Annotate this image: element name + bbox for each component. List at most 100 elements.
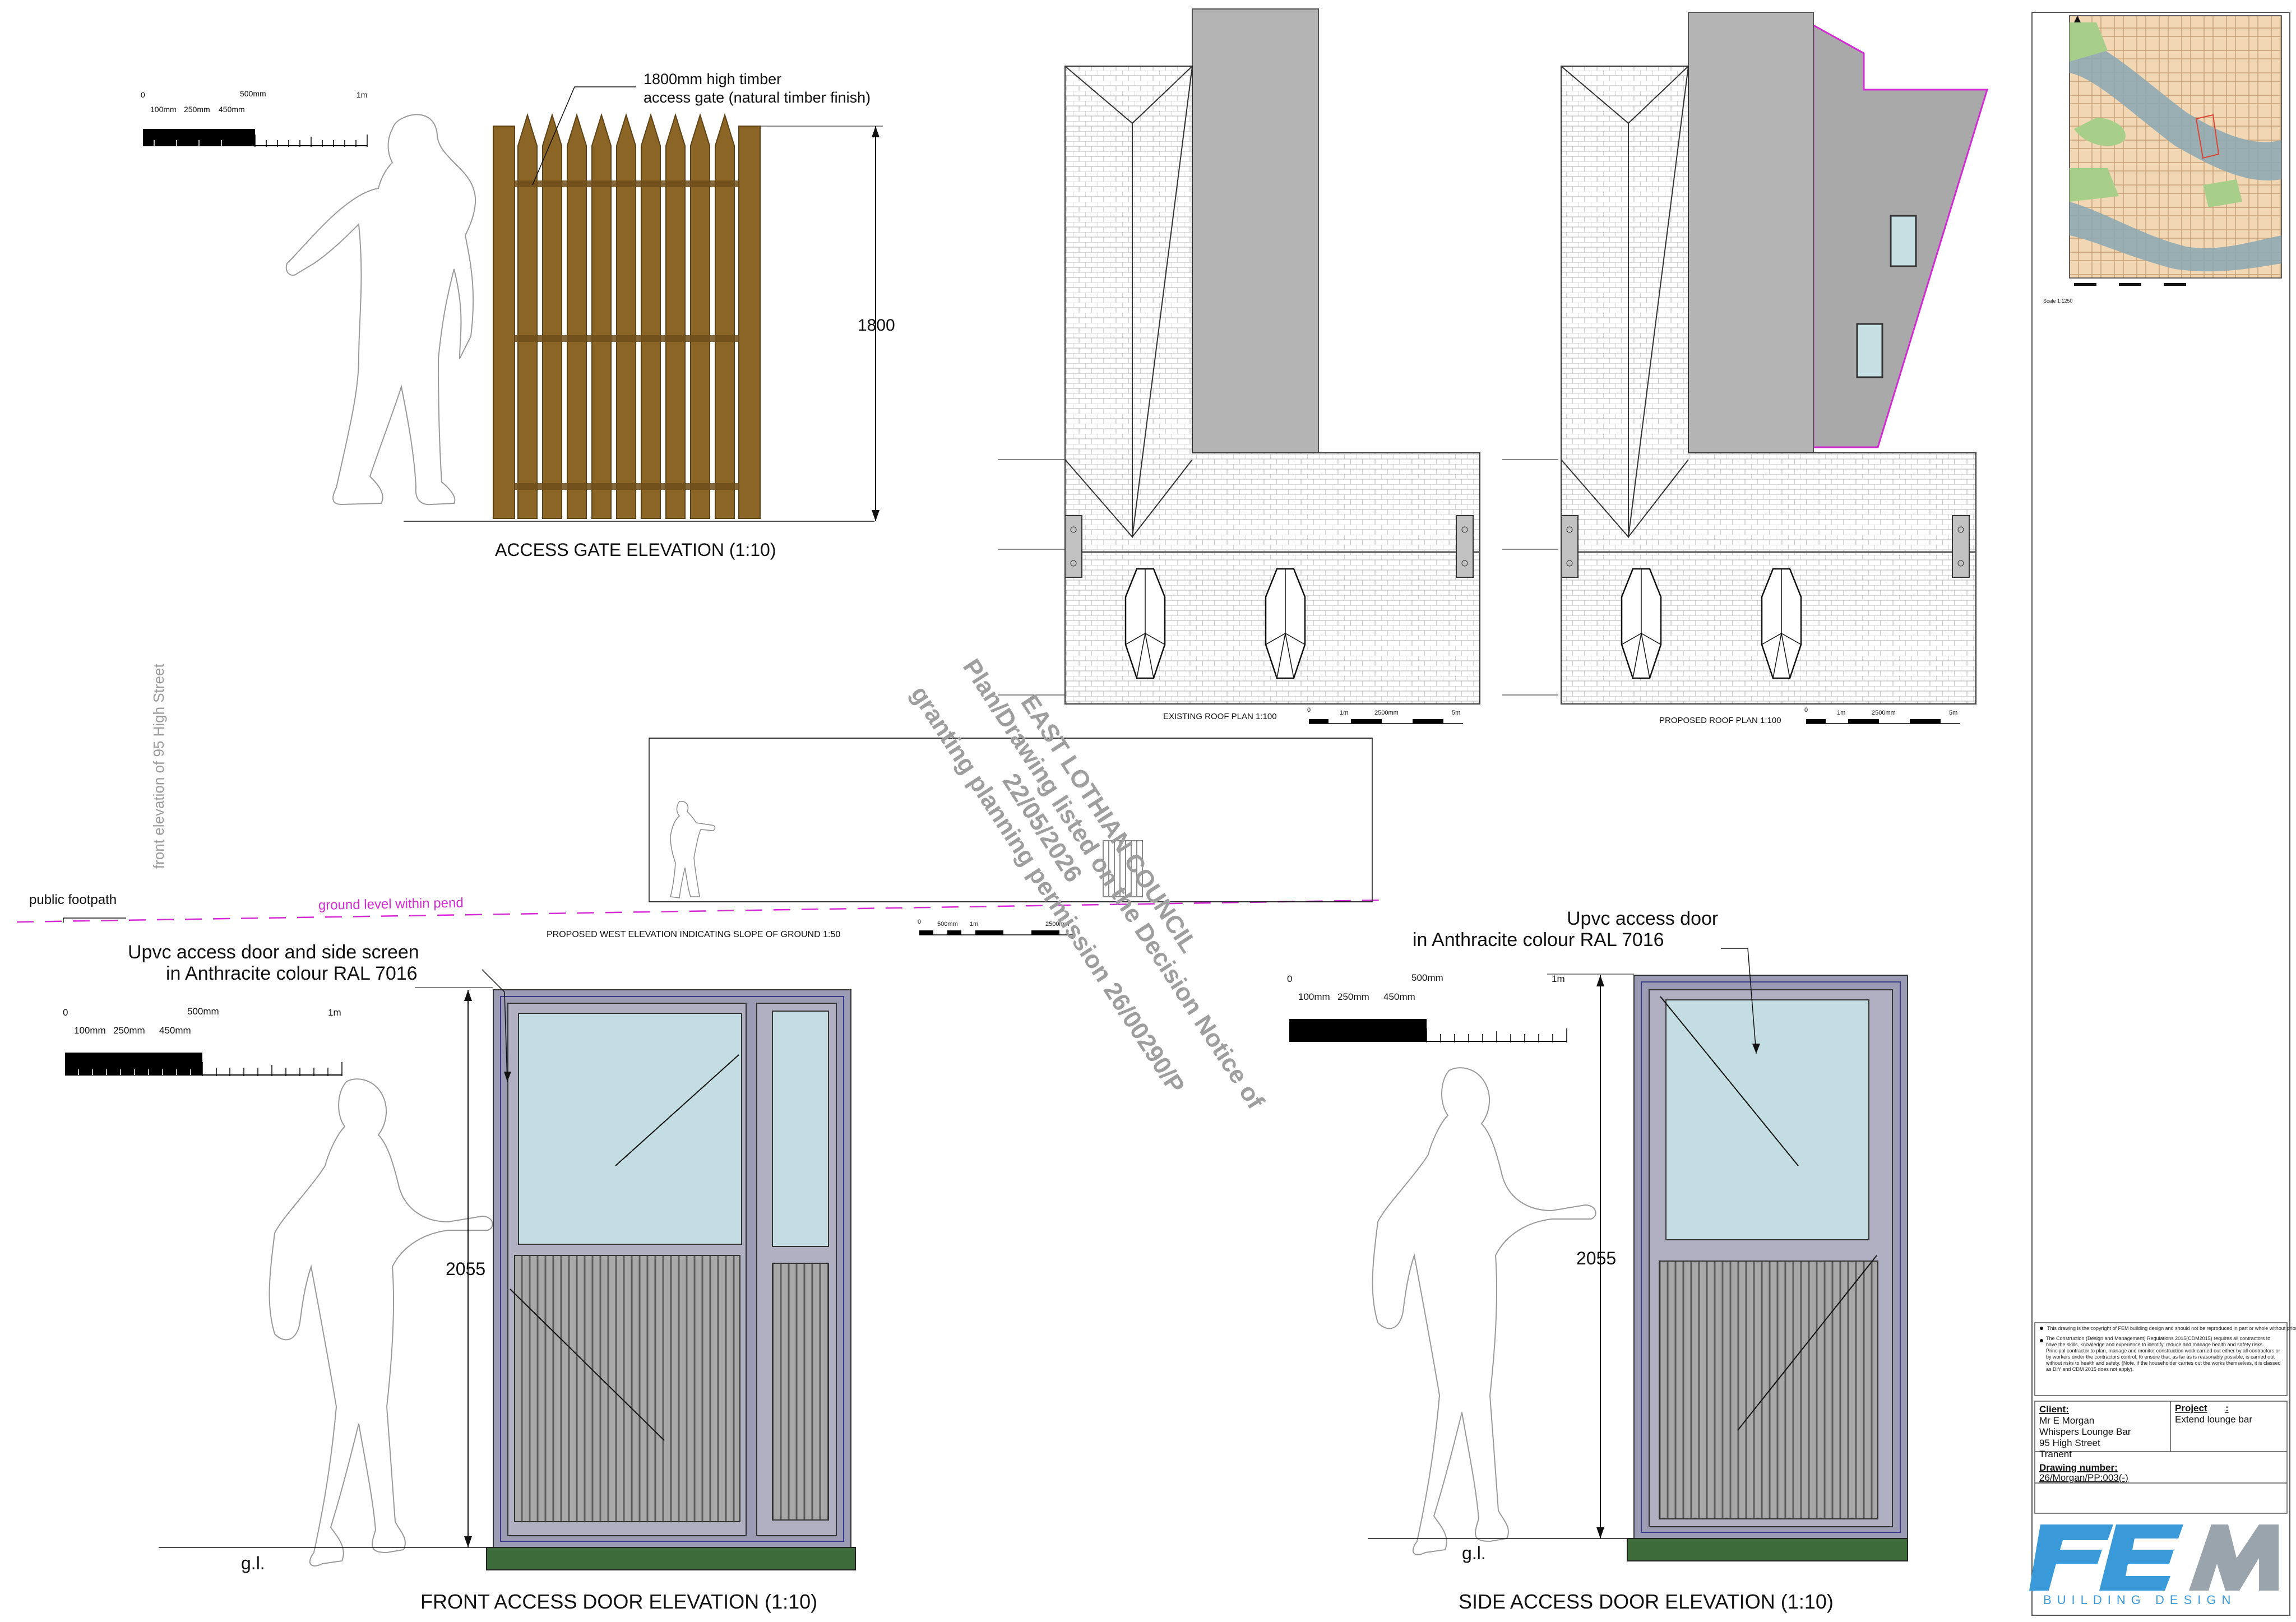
door-panel: [1659, 1260, 1878, 1519]
chimney: [1688, 12, 1814, 457]
west-elevation: public footpath ground level within pend…: [16, 664, 1385, 939]
scale-label: 0: [141, 90, 145, 99]
human-figure-outline: [1372, 1067, 1596, 1555]
human-figure-outline: [269, 1078, 493, 1567]
front-door-height-dimension: 2055: [446, 1259, 485, 1279]
project-colon: :: [2225, 1403, 2229, 1414]
title-note: The Construction (Design and Management)…: [2046, 1336, 2281, 1372]
scale-label: 450mm: [159, 1025, 191, 1036]
gate-caption: ACCESS GATE ELEVATION (1:10): [495, 540, 776, 560]
chimney: [1192, 8, 1319, 458]
scale-bar-proposed-roof: 0 1m 2500mm 5m: [1804, 707, 1960, 724]
roof-caption-existing: EXISTING ROOF PLAN 1:100: [1163, 712, 1277, 721]
scale-label: 1m: [328, 1007, 341, 1018]
client-line: 95 High Street: [2039, 1438, 2100, 1448]
scale-label: 0: [63, 1007, 68, 1018]
door-glazing: [1665, 999, 1869, 1240]
logo-subtitle: BUILDING DESIGN: [2043, 1593, 2236, 1607]
roof-caption-proposed: PROPOSED ROOF PLAN 1:100: [1659, 716, 1781, 725]
public-footpath-label: public footpath: [29, 892, 117, 907]
map-scale: Scale 1:1250: [2043, 298, 2073, 304]
fem-logo: BUILDING DESIGN: [2029, 1524, 2279, 1607]
scale-label: 450mm: [1383, 991, 1415, 1002]
scale-label: 250mm: [1337, 991, 1369, 1002]
scale-label: 450mm: [219, 105, 245, 114]
front-door-caption: FRONT ACCESS DOOR ELEVATION (1:10): [420, 1590, 817, 1613]
scale-bar-gate: 0 100mm 250mm 450mm 500mm 1m: [141, 89, 368, 147]
scale-label: 1m: [970, 921, 978, 928]
client-line: Whispers Lounge Bar: [2039, 1426, 2131, 1437]
scale-label: 100mm: [74, 1025, 106, 1036]
scale-label: 5m: [1949, 710, 1957, 716]
scale-label: 0: [918, 919, 921, 925]
scale-label: 500mm: [937, 921, 958, 928]
stamp-line: Plan/Drawing listed on the Decision Noti…: [957, 654, 1270, 1114]
small-gate: [1103, 840, 1143, 897]
ground-level-abbrev: g.l.: [1462, 1543, 1486, 1563]
scale-label: 250mm: [184, 105, 210, 114]
scale-bar-west: 0 500mm 1m 2500mm: [918, 919, 1073, 935]
drawing-number-value: 26/Morgan/PP:003(-): [2039, 1472, 2128, 1483]
side-door-height-dimension: 2055: [1576, 1248, 1616, 1268]
title-note: This drawing is the copyright of FEM bui…: [2047, 1326, 2296, 1331]
gate-height-dimension: 1800: [858, 316, 895, 335]
client-line: Tranent: [2039, 1449, 2072, 1459]
scale-label: 2500mm: [1045, 921, 1070, 928]
title-block-panel: Scale 1:1250 This drawing is the copyrig…: [2029, 12, 2296, 1616]
human-figure-outline: [670, 801, 716, 898]
scale-label: 1m: [1837, 710, 1845, 716]
door-panel: [514, 1255, 740, 1522]
client-name: Mr E Morgan: [2039, 1415, 2094, 1426]
scale-label: 5m: [1452, 710, 1460, 716]
scale-label: 0: [1307, 707, 1311, 713]
scale-bar-existing-roof: 0 1m 2500mm 5m: [1307, 707, 1463, 724]
access-gate-elevation: 0 100mm 250mm 450mm 500mm 1m: [141, 71, 895, 560]
proposed-roof-plan: PROPOSED ROOF PLAN 1:100 0 1m 2500mm 5m: [1502, 12, 1989, 725]
scale-label: 1m: [1552, 974, 1565, 984]
front-access-door-elevation: 0 100mm 250mm 450mm 500mm 1m 2055 Upvc a…: [63, 942, 856, 1613]
location-map: Scale 1:1250: [2043, 15, 2282, 304]
side-door-note: Upvc access door: [1567, 908, 1718, 929]
side-access-door-elevation: 0 100mm 250mm 450mm 500mm 1m 2055 Upvc a…: [1287, 908, 1908, 1613]
scale-label: 0: [1804, 707, 1808, 713]
scale-label: 0: [1287, 974, 1292, 984]
scale-label: 2500mm: [1872, 710, 1896, 716]
door-base: [1627, 1538, 1908, 1561]
side-screen-glazing: [772, 1011, 829, 1247]
side-door-note: in Anthracite colour RAL 7016: [1413, 929, 1664, 951]
front-elevation-label: front elevation of 95 High Street: [150, 664, 167, 869]
front-door-note: in Anthracite colour RAL 7016: [166, 963, 418, 984]
rooflight: [1890, 215, 1917, 267]
front-door-note: Upvc access door and side screen: [128, 942, 419, 963]
scale-label: 500mm: [240, 89, 266, 98]
approval-stamp: EAST LOTHIAN COUNCIL Plan/Drawing listed…: [905, 654, 1270, 1114]
side-door-caption: SIDE ACCESS DOOR ELEVATION (1:10): [1459, 1590, 1834, 1613]
scale-label: 500mm: [1411, 972, 1443, 983]
existing-roof-plan: EXISTING ROOF PLAN 1:100 0 1m 2500mm 5m: [998, 8, 1480, 724]
scale-bar-front-door: 0 100mm 250mm 450mm 500mm 1m: [63, 1006, 342, 1076]
ground-slope-line: [16, 899, 1385, 923]
drawing-number-label: Drawing number:: [2039, 1462, 2118, 1473]
rooflight: [1856, 323, 1883, 378]
west-elevation-caption: PROPOSED WEST ELEVATION INDICATING SLOPE…: [547, 930, 840, 939]
project-label: Project: [2175, 1403, 2207, 1414]
side-screen-panel: [772, 1263, 829, 1521]
scale-label: 500mm: [187, 1006, 219, 1017]
title-note-container: The Construction (Design and Management)…: [2046, 1336, 2281, 1372]
gate-note: 1800mm high timber: [644, 71, 781, 87]
human-figure-outline: [285, 114, 476, 506]
client-label: Client:: [2039, 1404, 2069, 1415]
door-base: [486, 1547, 856, 1570]
scale-label: 100mm: [150, 105, 177, 114]
scale-label: 1m: [357, 90, 367, 99]
ground-level-abbrev: g.l.: [241, 1553, 265, 1573]
scale-label: 1m: [1340, 710, 1348, 716]
gate-note: access gate (natural timber finish): [644, 89, 871, 106]
project-value: Extend lounge bar: [2175, 1414, 2252, 1425]
scale-label: 100mm: [1298, 991, 1330, 1002]
scale-label: 250mm: [113, 1025, 145, 1036]
scale-label: 2500mm: [1374, 710, 1399, 716]
timber-gate: [493, 113, 761, 519]
ground-level-label: ground level within pend: [318, 895, 464, 913]
